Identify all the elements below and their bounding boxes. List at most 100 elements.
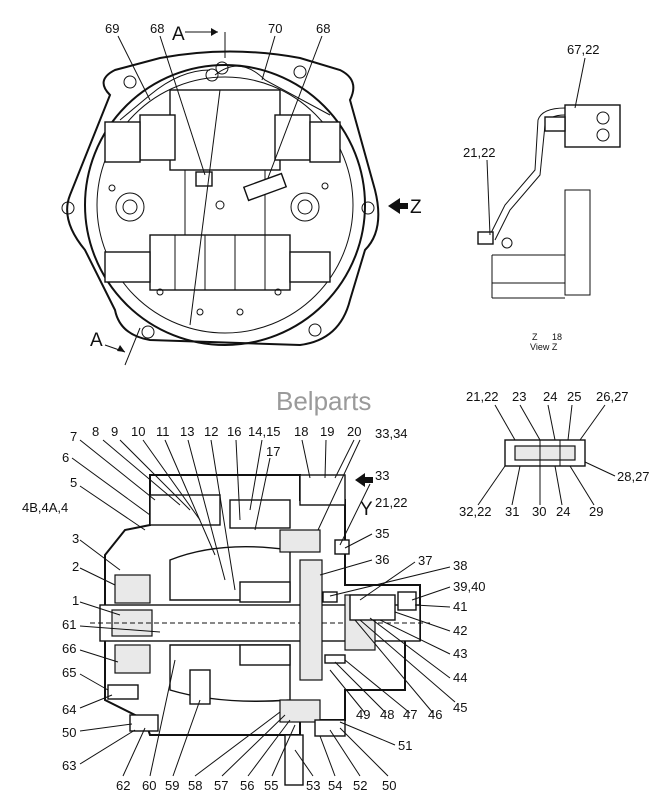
view-z-arrow [388,198,408,214]
callout-10: 10 [131,424,145,439]
callout-31: 31 [505,504,519,519]
leader-line [271,724,296,777]
housing-plate [564,189,591,296]
fitting [596,128,610,142]
leader-line [547,404,556,441]
callout-54: 54 [328,778,342,793]
leader-line [102,439,181,506]
callout-25: 25 [567,389,581,404]
leader-line [254,457,271,531]
view-z-label: Z [410,197,422,218]
section-arrowhead-top [211,28,218,36]
leader-line [329,669,366,714]
port-left-inner [122,199,138,215]
leader-line [142,439,201,521]
valve-cap-left [139,114,176,161]
leader-line [379,619,451,655]
small-bolt [108,184,116,192]
callout-47: 47 [403,707,417,722]
leader-line [164,439,216,556]
arrow-33 [355,473,373,487]
leader-line [194,711,281,777]
brake-spring-pack [279,529,321,553]
callout-3: 3 [72,531,79,546]
callout-53: 53 [306,778,320,793]
leader-line [494,404,516,441]
leader-line [79,539,121,571]
callout-65: 65 [62,665,76,680]
port-right [290,192,320,222]
bolt-hole [361,201,375,215]
pipe-bend [489,107,566,236]
callout-33-34: 33,34 [375,426,408,441]
front-bearing-bottom [114,644,151,674]
callout-33: 33 [375,468,389,483]
callout-36: 36 [375,552,389,567]
leader-line [79,439,156,501]
section-line-a [189,89,221,326]
pipe-bend [494,114,566,241]
callout-21-22: 21,22 [375,495,408,510]
leader-line [329,729,361,777]
callout-21-22: 21,22 [463,145,496,160]
leader-line [519,404,541,441]
leader-line [149,659,176,777]
callout-28-27: 28,27 [617,469,650,484]
leader-line [71,457,151,516]
view-z: 67,22 21,22 Z 18 View Z [463,42,621,352]
leader-line [319,559,373,576]
callout-52: 52 [353,778,367,793]
callout-68: 68 [316,21,330,36]
leader-line [486,159,491,236]
elbow-fitting [477,231,494,245]
plug [397,591,417,611]
end-cover-left [104,121,141,163]
view-z-caption-z: Z [532,332,538,342]
leader-line [334,661,387,714]
callout-37: 37 [418,553,432,568]
leader-line [79,694,113,709]
leader-line [579,404,606,441]
elbow-bolt [501,237,513,249]
leader-line [334,439,355,479]
leader-line [584,461,616,477]
callout-5: 5 [70,475,77,490]
leader-line [319,735,336,777]
bolt-hole [61,201,75,215]
leader-line [324,439,327,479]
callout-35: 35 [375,526,389,541]
bolt-hole [141,325,155,339]
callout-2: 2 [72,559,79,574]
leader-line [79,625,161,633]
leader-line [477,465,506,506]
piston-lower [239,644,291,666]
leader-line [261,35,276,81]
top-view: 69 68 70 68 A A Z [61,21,422,366]
leader-line [569,465,595,506]
leader-line [339,727,389,777]
housing-circle [84,64,366,346]
lower-valve-block [149,234,291,291]
callout-57: 57 [214,778,228,793]
small-bolt [274,288,282,296]
callout-9: 9 [111,424,118,439]
callout-45: 45 [453,700,467,715]
flange-outline [66,50,380,347]
detail-y: 21,22 23 24 25 26,27 32,22 31 30 24 29 2… [459,389,650,519]
callout-26-27: 26,27 [596,389,629,404]
detail-spool [514,445,576,461]
leader-line [79,649,119,663]
callout-61: 61 [62,617,76,632]
leader-line [79,723,133,732]
callout-19: 19 [320,424,334,439]
callout-7: 7 [70,429,77,444]
callout-67-22: 67,22 [567,42,600,57]
callout-44: 44 [453,670,467,685]
callout-59: 59 [165,778,179,793]
port-left [115,192,145,222]
pin-48 [324,654,346,664]
callout-60: 60 [142,778,156,793]
callout-4b-4a-4: 4B,4A,4 [22,500,68,515]
callout-14-15: 14,15 [248,424,281,439]
